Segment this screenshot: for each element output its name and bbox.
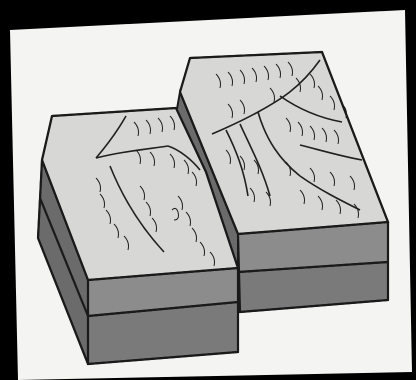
fault-block-diagram: [0, 0, 416, 380]
